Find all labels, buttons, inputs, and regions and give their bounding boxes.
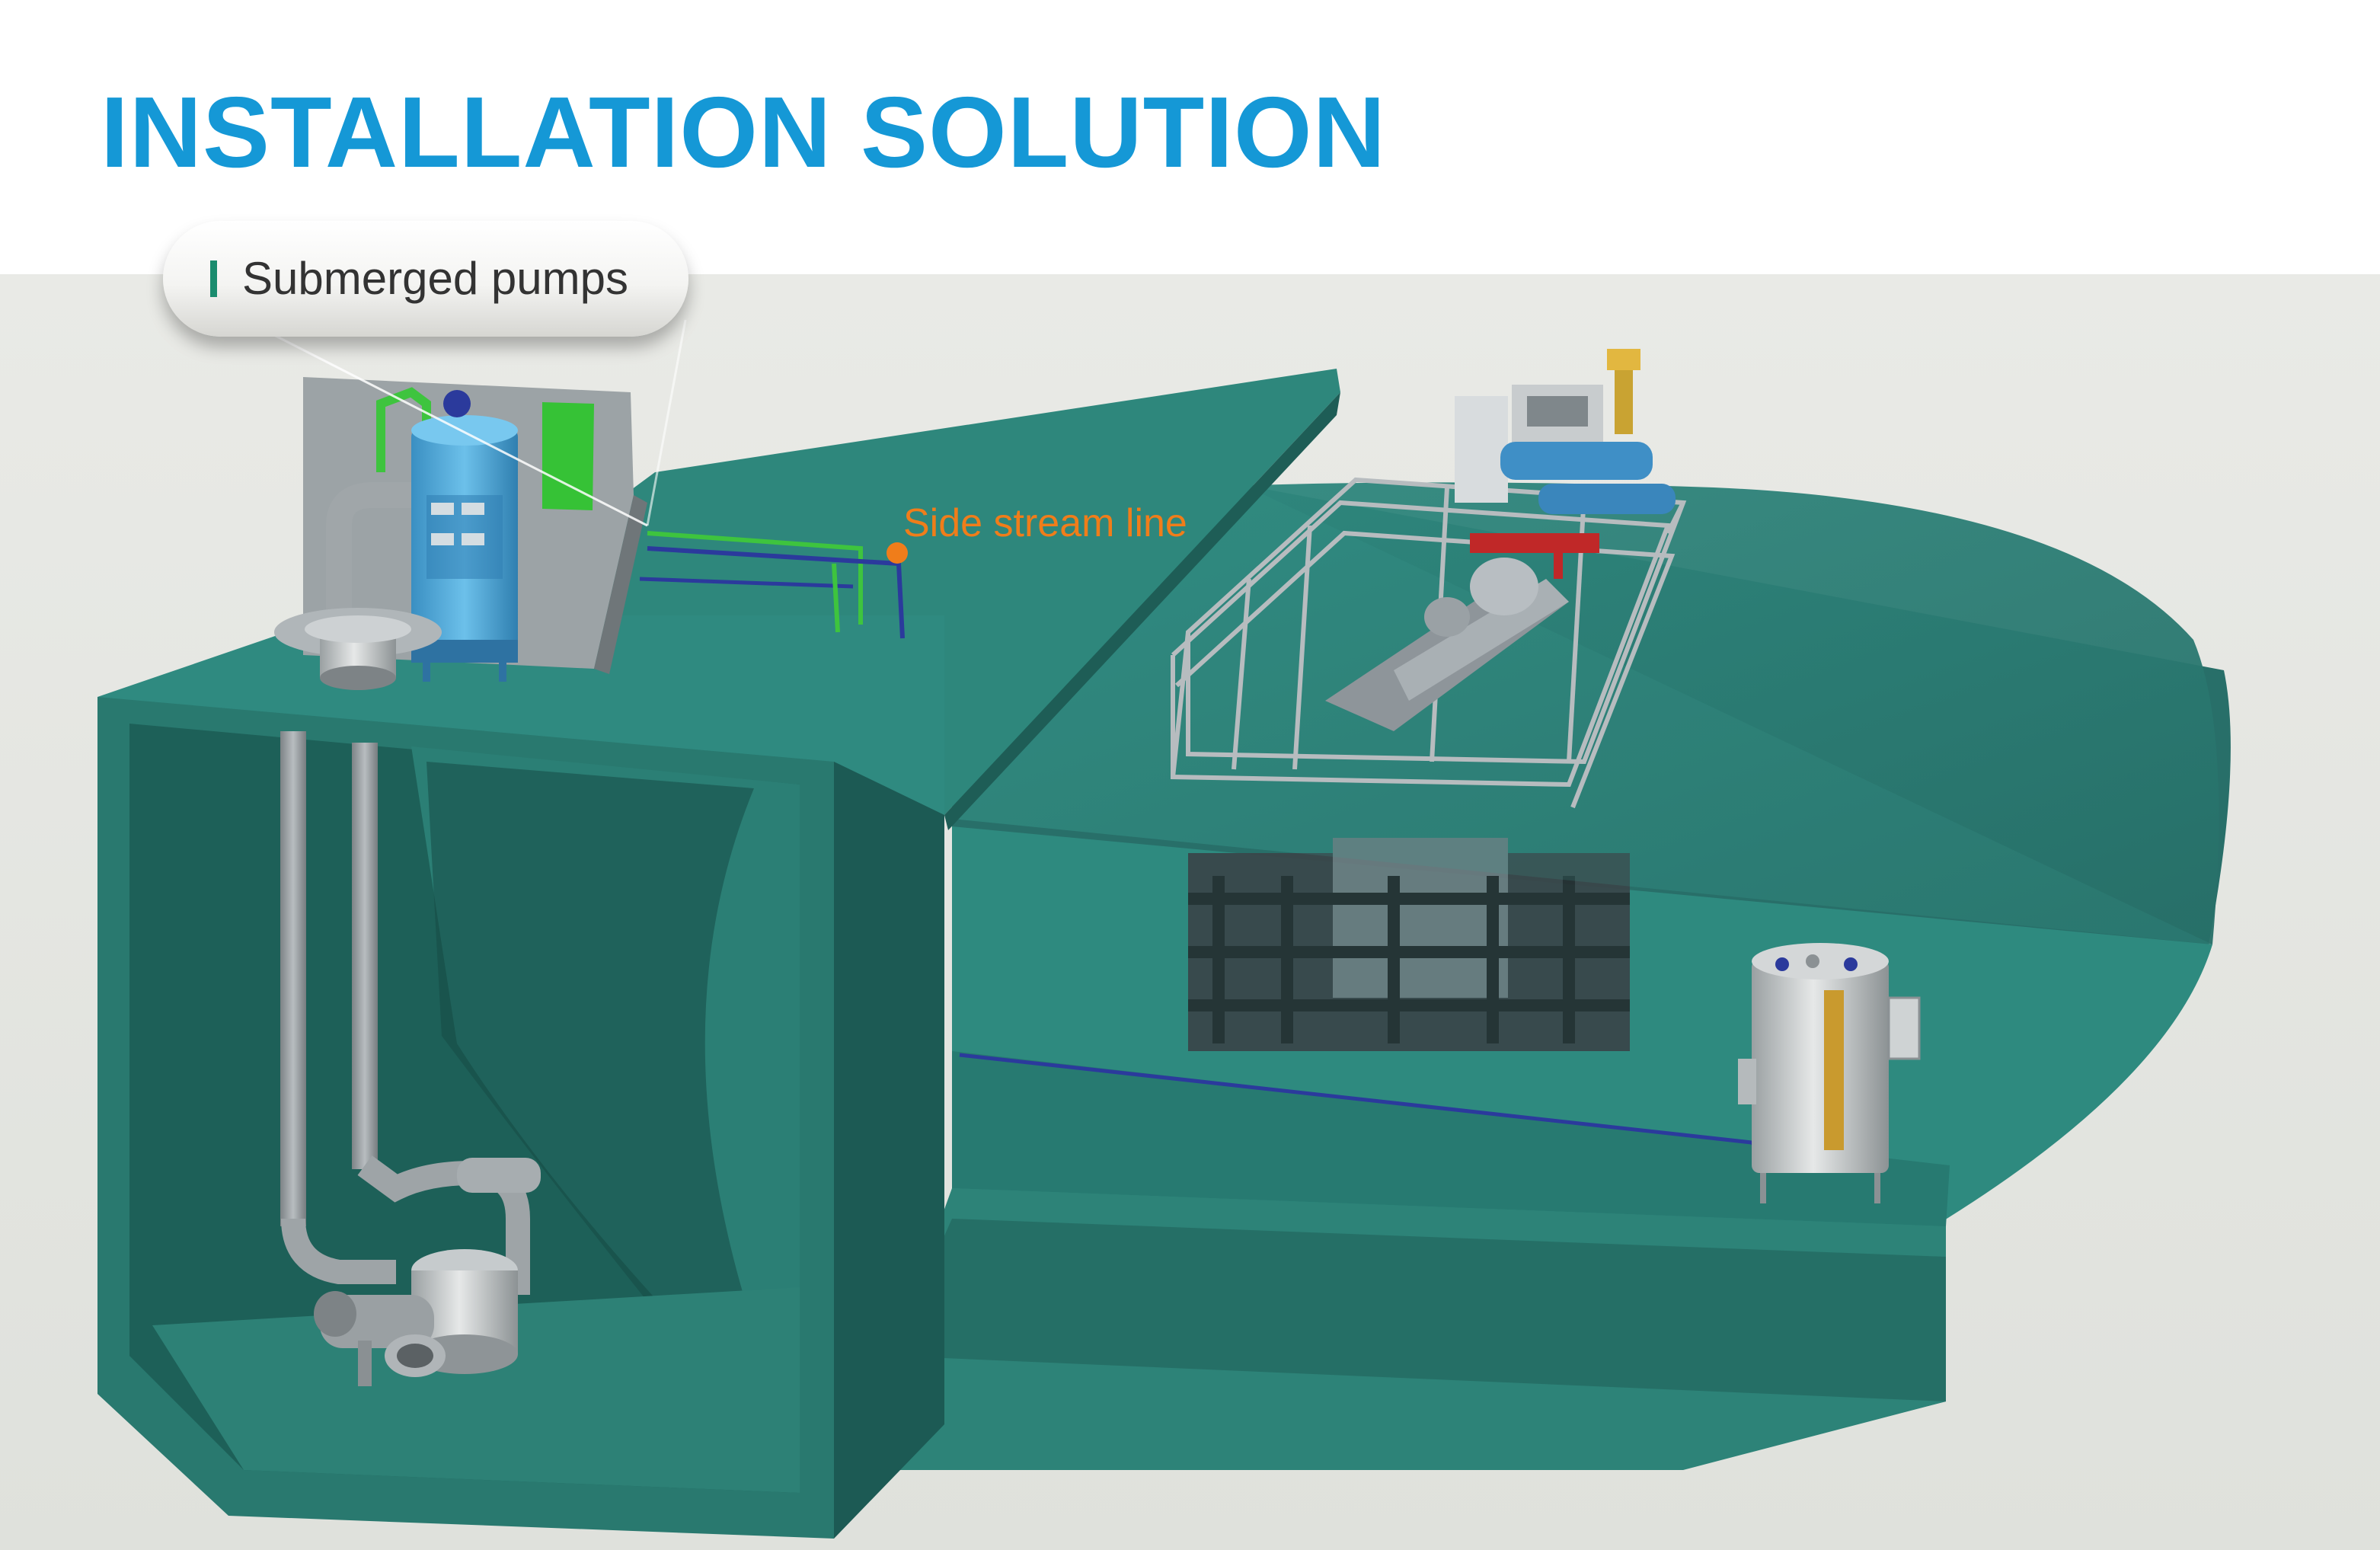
control-box [542,402,594,510]
deck-pump-cylinder [274,608,442,690]
side-stream-pipe-green-2 [832,563,840,633]
bottom-slab-edge [891,1219,1946,1401]
side-stream-pipe-blue [647,546,905,639]
filter-tank [411,390,518,682]
engine-room-deck [952,482,2219,944]
side-stream-vessel [1738,943,1921,1203]
sea-chest-deck-side [944,392,1340,830]
sea-chest-inner-slope [426,762,792,1432]
sea-chest-floor [152,1287,800,1493]
main-engine [1325,558,1569,731]
submerged-pump-pipes [280,731,541,1295]
callout-leader-line [273,334,648,527]
pipe-grey-loop [326,482,426,655]
submerged-pumps-text: Submerged pumps [242,253,628,304]
sea-chest-side [834,762,944,1539]
callout-leader-line-2 [646,319,687,526]
page-title: INSTALLATION SOLUTION [101,76,1386,188]
equipment-wall-edge [594,495,647,674]
submerged-pumps-label: Submerged pumps [163,221,688,337]
label-accent-bar [210,260,217,297]
side-stream-pipe-green [647,531,863,625]
pipe-green [376,387,431,472]
side-stream-line-label: Side stream line [903,501,1187,545]
engine-lower [1188,838,1630,1051]
side-stream-marker [887,542,908,564]
side-stream-pipe-blue-2 [639,577,854,589]
submerged-pump-unit [314,1249,518,1386]
deck-machinery [1455,349,1676,579]
lower-floor [952,1051,1950,1226]
